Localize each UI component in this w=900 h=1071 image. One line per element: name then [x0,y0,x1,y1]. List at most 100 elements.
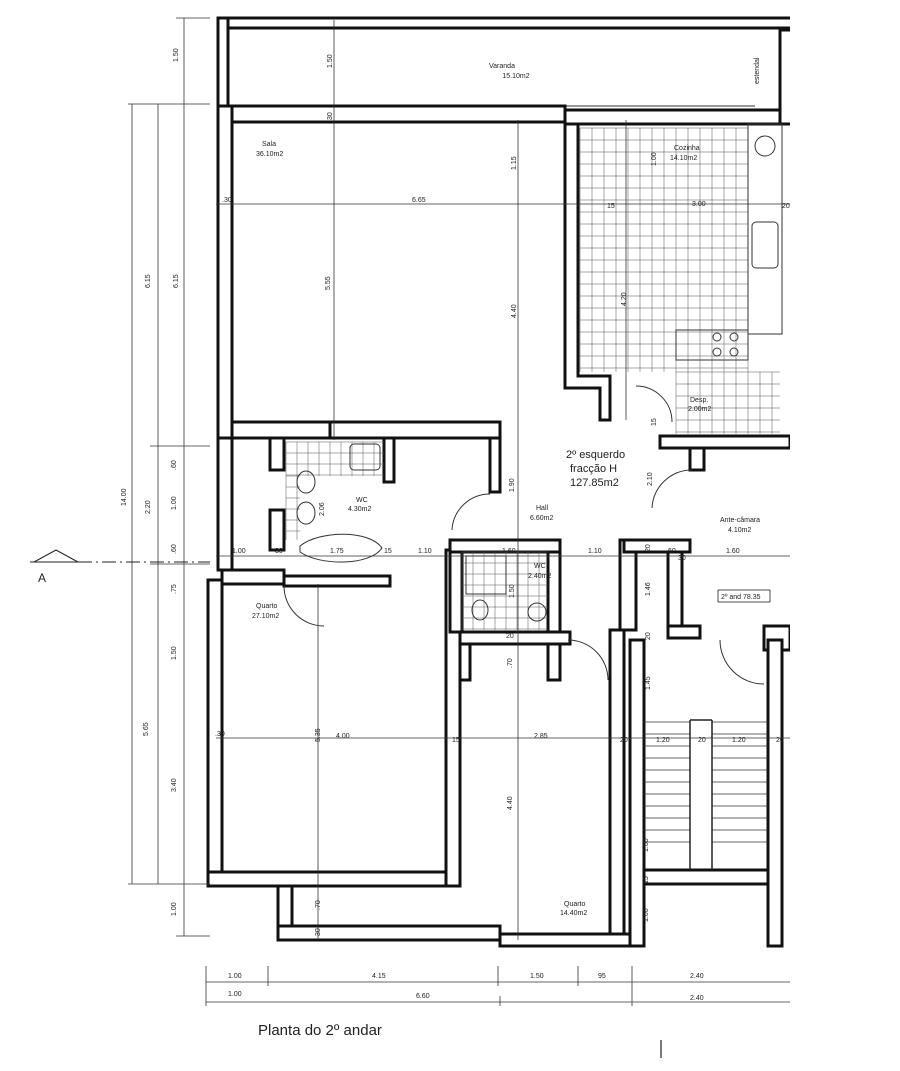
dim-label: 20 [645,544,652,552]
unit-fraction: fracção H [570,463,617,475]
dim-label: 15 [384,548,392,555]
room-name-hall: Hall [536,505,549,512]
stove-burner-icon [712,332,722,342]
outer-walls [206,16,800,948]
dim-label: 20 [645,632,652,640]
room-labels: Varanda 15.10m2 Sala 36.10m2 Cozinha 14.… [38,57,771,1058]
wc2-left-wall [448,550,464,634]
dim-label: 5.35 [315,728,322,742]
sala-bottom-wall-2 [328,420,502,440]
room-area-varanda: 15.10m2 [502,73,529,80]
dim-label: 3.00 [692,201,706,208]
wc-basin-icon [349,443,381,471]
dim-label: 20 [782,203,790,210]
door-swing [719,639,765,685]
dim-label: 1.60 [502,548,516,555]
room-area-quarto: 27.10m2 [252,613,279,620]
bidet-icon [296,501,316,525]
varanda-left-wall [216,16,230,110]
quarto2-bottom-wall [498,932,642,948]
dim-label: 14.00 [121,488,128,506]
dim-label: .30 [222,197,232,204]
stairs [644,719,768,870]
wc-bottom-wall [282,574,392,588]
kitchen-top-wall [563,108,792,126]
left-dimension-chain [128,17,210,937]
wc-wall-stub [268,436,286,472]
dim-label: .75 [171,584,178,594]
room-name-wc: WC [356,497,368,504]
dim-label: 1.00 [171,496,178,510]
dim-label: 4.20 [621,292,628,306]
room-name-ante-camara: Ante-câmara [720,517,760,524]
dim-label: 1.10 [588,548,602,555]
wc2-right-wall [546,550,562,634]
door-swing [283,585,325,627]
dim-label: .60 [171,544,178,554]
section-marker-label: A [38,571,46,585]
dim-label: 30 [327,112,334,120]
dim-label: 1.20 [656,737,670,744]
unit-area: 127.85m2 [570,477,619,489]
dim-label: .60 [171,460,178,470]
dim-label: 1.60 [726,548,740,555]
hall-wall [488,436,502,494]
dim-label: 30 [678,555,686,562]
dim-label: 30 [315,928,322,936]
shower-tray-icon [465,555,507,595]
plan-caption: Planta do 2º andar [258,1022,382,1039]
dim-label: 1.90 [509,478,516,492]
dim-label: 15 [452,737,460,744]
quarto2-wall-2 [546,642,562,682]
stove-burner-icon [729,332,739,342]
toilet-icon-2 [471,599,489,621]
section-marker-a [30,549,210,563]
door-swing [567,639,609,681]
room-name-quarto: Quarto [256,603,278,610]
andar-tag: 2º and 78.35 [721,594,761,601]
wc-left-wall [216,436,234,572]
unit-label: 2º esquerdo [566,449,625,461]
ante-col [666,550,684,628]
stair-right-wall [766,638,784,948]
ante-bottom-wall [622,538,692,554]
dim-label: 1.50 [173,48,180,62]
room-name-sala: Sala [262,141,276,148]
dim-label: 1.50 [327,54,334,68]
page-edge-blank [790,0,900,1066]
wc-right-wall [382,436,396,484]
wc-wall-stub-2 [268,508,286,552]
desp-bottom-wall [658,434,792,450]
room-area-desp: 2.00m2 [688,406,711,413]
wc-fixtures [296,443,547,622]
dim-label: 1.00 [232,548,246,555]
dim-label: 2.20 [145,500,152,514]
dim-label: 1.00 [228,991,242,998]
dim-label: .70 [507,658,514,668]
dim-label: 5.55 [325,276,332,290]
dim-label: 1.15 [511,156,518,170]
room-name-quarto-2: Quarto [564,901,586,908]
sala-top-wall [230,104,567,124]
dim-label: 1.10 [418,548,432,555]
room-area-hall: 6.60m2 [530,515,553,522]
kitchen-left-wall [563,120,612,422]
dim-label: 4.00 [336,733,350,740]
dim-label: .70 [315,900,322,910]
ante-stub [688,446,706,472]
room-area-cozinha: 14.10m2 [670,155,697,162]
ante-col-2 [666,624,702,640]
dim-label: 2.85 [534,733,548,740]
dim-label: 2.40 [690,995,704,1002]
quarto2-wall [458,642,472,682]
kitchen-counter [747,123,783,335]
dim-label: .60 [666,548,676,555]
wc2-bottom-wall [458,630,572,646]
dim-label: 15 [607,203,615,210]
dim-label: 1.50 [509,584,516,598]
door-swing [651,469,693,509]
dim-label: 15 [643,876,650,884]
toilet-icon [296,470,316,494]
dim-label: 95 [598,973,606,980]
estendal-label: estendal [754,57,761,84]
